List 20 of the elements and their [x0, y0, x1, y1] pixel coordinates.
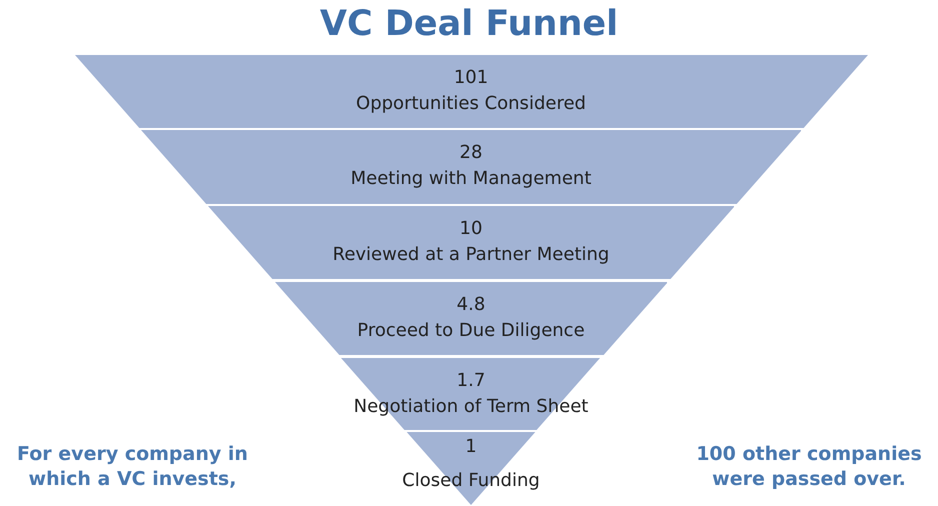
stage-label: Closed Funding — [401, 470, 541, 491]
funnel-stage — [208, 206, 734, 279]
stage-label: Meeting with Management — [350, 168, 592, 189]
stage-label: Opportunities Considered — [355, 93, 587, 114]
side-note: For every company in which a VC invests, — [16, 442, 249, 492]
stage-count: 1 — [464, 436, 478, 457]
stage-label: Negotiation of Term Sheet — [352, 396, 590, 417]
funnel-stage — [341, 358, 600, 430]
stage-label: Proceed to Due Diligence — [356, 320, 586, 341]
stage-count: 10 — [458, 218, 484, 239]
funnel-stage — [140, 130, 802, 204]
stage-label: Reviewed at a Partner Meeting — [332, 244, 610, 265]
funnel-stage — [274, 282, 668, 355]
stage-count: 101 — [452, 67, 490, 88]
stage-count: 28 — [458, 142, 484, 163]
stage-count: 4.8 — [456, 294, 486, 315]
stage-count: 1.7 — [456, 370, 486, 391]
funnel-stage — [74, 55, 868, 128]
side-note: 100 other companies were passed over. — [695, 442, 923, 492]
title: VC Deal Funnel — [318, 4, 620, 44]
